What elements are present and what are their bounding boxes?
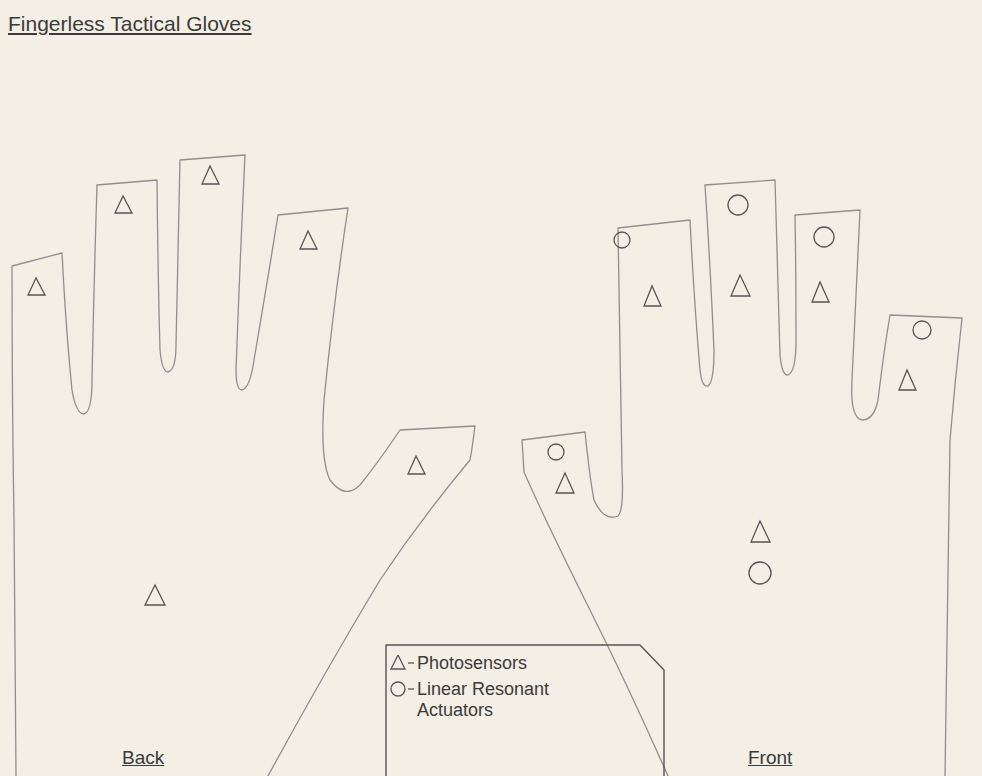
- actuator-symbol: [728, 195, 748, 215]
- photosensor-symbol: [145, 585, 165, 605]
- legend: PhotosensorsLinear Resonant Actuators: [389, 652, 659, 724]
- actuator-sample: [391, 682, 405, 696]
- legend-box: [386, 645, 664, 776]
- photosensor-sample: [391, 655, 405, 669]
- actuator-symbol: [749, 562, 771, 584]
- photosensor-symbol: [202, 166, 219, 184]
- legend-sample: [389, 652, 417, 674]
- legend-entry: Linear Resonant Actuators: [389, 678, 659, 720]
- actuator-symbol: [913, 321, 931, 339]
- actuator-symbol: [548, 444, 564, 460]
- legend-text: Photosensors: [417, 652, 527, 674]
- actuator-symbol: [814, 227, 834, 247]
- view-label: Front: [748, 747, 792, 769]
- sheet-title: Fingerless Tactical Gloves: [8, 12, 252, 36]
- legend-dash: [408, 688, 414, 689]
- photosensor-symbol: [115, 196, 132, 213]
- photosensor-symbol: [644, 286, 661, 306]
- photosensor-symbol: [899, 370, 916, 390]
- photosensor-symbol: [812, 282, 829, 302]
- photosensor-symbol: [751, 521, 770, 542]
- sensor-symbols: [28, 166, 931, 605]
- front-glove-outline: [522, 180, 962, 776]
- photosensor-symbol: [28, 278, 45, 295]
- legend-entry: Photosensors: [389, 652, 659, 674]
- photosensor-symbol: [556, 473, 574, 493]
- legend-text: Linear Resonant Actuators: [417, 678, 622, 720]
- legend-sample: [389, 678, 417, 700]
- photosensor-symbol: [731, 275, 750, 296]
- actuator-symbol: [614, 232, 630, 248]
- photosensor-symbol: [408, 456, 425, 474]
- photosensor-symbol: [300, 231, 317, 249]
- back-glove-outline: [12, 155, 475, 776]
- legend-dash: [408, 662, 414, 663]
- view-label: Back: [122, 747, 164, 769]
